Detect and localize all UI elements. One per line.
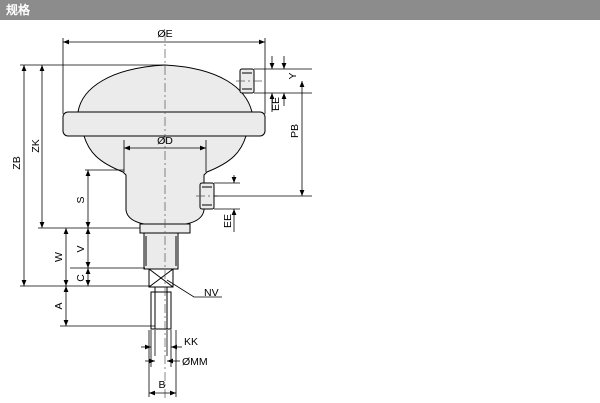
dimension-labels: ØE ØD Y EE PB ZK ZB S EE V W C A NV KK Ø… (11, 28, 301, 391)
label-w: W (53, 252, 65, 262)
label-kk: KK (184, 336, 198, 348)
label-a: A (53, 302, 65, 309)
spec-header-bar: 规格 (0, 0, 600, 20)
label-nv: NV (204, 287, 219, 299)
label-zk: ZK (30, 139, 42, 152)
label-y: Y (287, 72, 299, 79)
label-oe: ØE (157, 28, 172, 40)
label-zb: ZB (11, 156, 23, 169)
dimension-lines (21, 39, 305, 396)
rod-boss (143, 232, 179, 270)
rod-thread (150, 291, 172, 330)
label-pb: PB (289, 124, 301, 138)
label-v: V (75, 245, 87, 252)
cylinder-body (62, 64, 266, 330)
label-omm: ØMM (182, 356, 208, 368)
label-od: ØD (157, 135, 173, 147)
label-b: B (158, 379, 165, 391)
nv-leader (166, 279, 222, 298)
label-s: S (75, 196, 87, 203)
spec-header-title: 规格 (6, 3, 31, 17)
flange (62, 111, 266, 137)
label-ee-top: EE (270, 97, 282, 111)
label-c: C (75, 274, 87, 282)
label-ee-side: EE (222, 214, 234, 228)
